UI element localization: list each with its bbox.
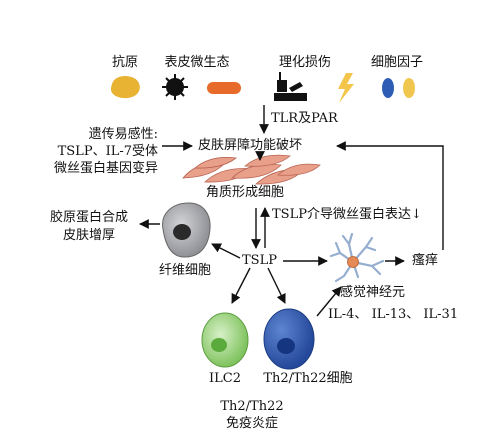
genetics-line-2: TSLP、IL-7受体 [57, 144, 158, 159]
inflammation-line-1: Th2/Th22 [220, 399, 284, 414]
collagen-line-1: 胶原蛋白合成 [49, 210, 128, 225]
arrow-tslp-to-th-cells [267, 267, 286, 304]
th2-th22-cell [263, 308, 315, 370]
sensory-neuron-label: 感觉神经元 [340, 285, 406, 300]
collagen-line-2: 皮肤增厚 [62, 228, 115, 243]
tslp-label: TSLP [242, 253, 277, 268]
genetics-line-1: 遗传易感性: [88, 127, 158, 142]
keratinocytes-label: 角质形成细胞 [206, 185, 285, 200]
arrow-itch-to-barrier [336, 141, 444, 250]
cytokines-label: 细胞因子 [370, 55, 423, 70]
bacterium-pill-icon [207, 82, 241, 94]
arrow-th-cells-to-neuron [316, 286, 342, 317]
inflammation-line-2: 免疫炎症 [225, 416, 278, 431]
arrow-tslp-to-ilc2 [231, 267, 251, 304]
microbe-icon [162, 74, 188, 100]
antigen-label: 抗原 [111, 55, 138, 70]
fibroblast-label: 纤维细胞 [158, 263, 211, 278]
filaggrin-expression-label: TSLP介导微丝蛋白表达↓ [272, 207, 422, 222]
barrier-dysfunction-label: 皮肤屏障功能破坏 [198, 138, 303, 153]
chemical-damage-label: 理化损伤 [278, 55, 331, 70]
interleukins-label: IL-4、 IL-13、 IL-31 [328, 307, 459, 322]
microbiota-label: 表皮微生态 [164, 55, 230, 70]
ilc2-label: ILC2 [209, 371, 241, 386]
th-cells-label: Th2/Th22细胞 [263, 371, 353, 386]
receptor-label: TLR及PAR [271, 111, 338, 126]
chemical-damage-icon [274, 72, 307, 101]
arrow-tslp-to-fibroblast [211, 243, 241, 259]
antigen-icon [111, 76, 140, 99]
keratinocyte-layer [182, 154, 321, 185]
sensory-neuron [329, 232, 385, 283]
ilc2-cell [201, 312, 249, 368]
fibroblast-cell [162, 202, 211, 258]
genetics-line-3: 微丝蛋白基因变异 [53, 161, 158, 176]
lightning-icon [338, 73, 354, 103]
cytokine-blue-icon [382, 78, 394, 98]
itch-label: 瘙痒 [412, 253, 439, 268]
cytokine-yellow-icon [403, 78, 415, 98]
